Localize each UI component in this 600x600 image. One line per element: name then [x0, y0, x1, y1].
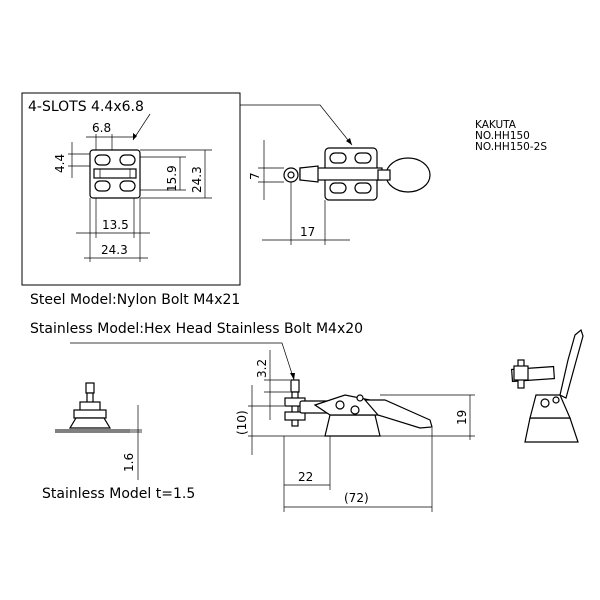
brand-maker: KAKUTA	[475, 119, 517, 131]
top-spindle-inner	[287, 171, 295, 179]
detail-slot-4	[119, 180, 136, 192]
side-bolt-shaft	[291, 391, 299, 427]
note-stainless: Stainless Model:Hex Head Stainless Bolt …	[30, 321, 363, 337]
open-pivot-1	[540, 398, 550, 408]
dim-6-8: 6.8	[92, 121, 111, 135]
dim-15-9: 15.9	[165, 165, 179, 192]
sv-bolt-head	[85, 382, 95, 394]
detail-frame	[21, 92, 241, 286]
detail-slot-1	[94, 154, 111, 166]
brand-model-2: NO.HH150-2S	[475, 141, 547, 153]
note-steel: Steel Model:Nylon Bolt M4x21	[30, 292, 240, 308]
side-pivot-3	[356, 394, 364, 402]
side-pivot-2	[350, 405, 360, 415]
top-arm-taper	[299, 165, 319, 183]
detail-slot-2	[119, 154, 136, 166]
dim-22: 22	[298, 470, 313, 484]
note-thickness: Stainless Model t=1.5	[42, 486, 195, 502]
dim-1-6: 1.6	[122, 453, 136, 472]
sv-bracket	[68, 417, 112, 429]
slots-leader-arrow	[133, 133, 137, 140]
detail-slot-3	[94, 180, 111, 192]
bolt-note-arrow	[290, 373, 295, 380]
dim-3-2: 3.2	[255, 359, 269, 378]
dim-4-4: 4.4	[53, 154, 67, 173]
side-base	[324, 414, 381, 437]
dim-10: (10)	[235, 410, 249, 435]
open-body	[529, 394, 571, 419]
top-handle-neck	[377, 169, 391, 181]
detail-hinge-block	[93, 168, 137, 179]
dim-7: 7	[248, 172, 262, 180]
top-handle-grip	[385, 157, 431, 193]
slots-label: 4-SLOTS 4.4x6.8	[28, 99, 144, 115]
bolt-note-leader	[70, 342, 295, 381]
open-handle	[559, 328, 584, 399]
side-bolt-tip	[290, 379, 300, 393]
open-base	[524, 417, 579, 443]
brand-model-1: NO.HH150	[475, 130, 530, 142]
top-view-leader	[240, 104, 353, 146]
top-slot-2	[354, 152, 372, 164]
dim-13-5: 13.5	[102, 218, 129, 232]
open-pivot-2	[552, 396, 560, 404]
side-handle	[363, 399, 433, 429]
side-pivot-1	[335, 400, 345, 410]
dim-24-3-h: 24.3	[101, 243, 128, 257]
top-slot-1	[329, 152, 347, 164]
top-slot-4	[354, 182, 372, 194]
dim-72: (72)	[344, 491, 369, 505]
top-slot-3	[329, 182, 347, 194]
open-nut	[513, 365, 529, 381]
side-nut-bottom	[284, 411, 306, 421]
top-view-leader-arrow	[346, 138, 352, 145]
dim-19: 19	[455, 410, 469, 425]
dim-17: 17	[300, 225, 315, 239]
dim-24-3-v: 24.3	[190, 166, 204, 193]
sv-block	[73, 409, 107, 419]
